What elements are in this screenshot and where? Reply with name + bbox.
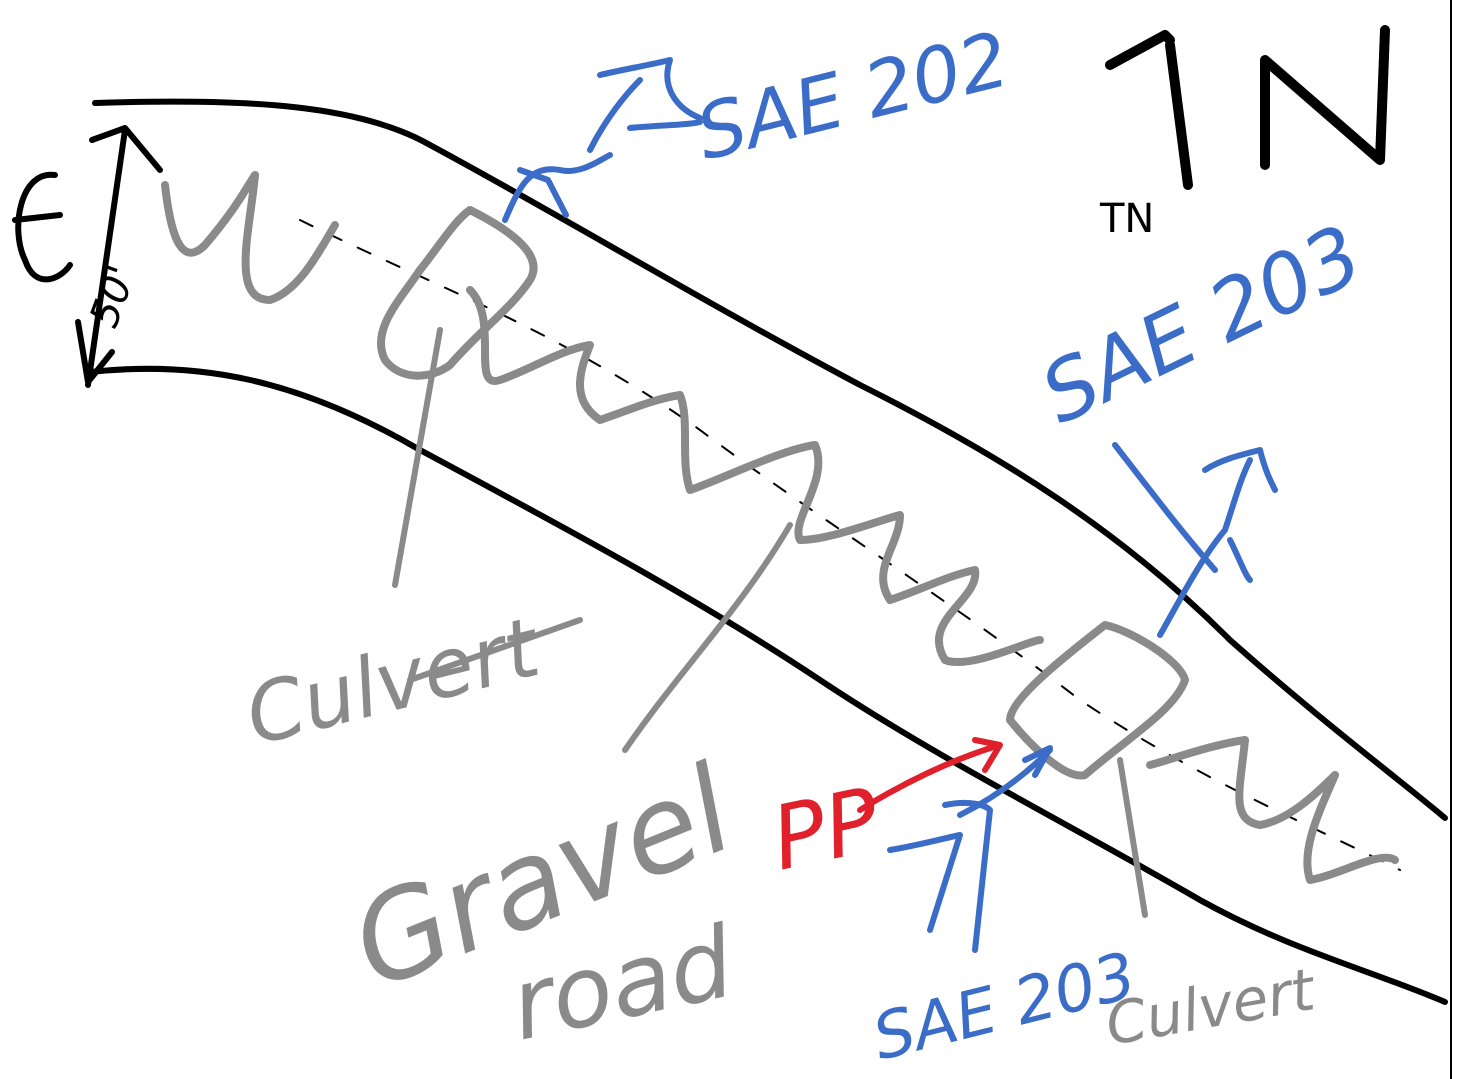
sae-202-leader <box>517 77 643 218</box>
edge-symbol-icon <box>12 171 73 283</box>
culvert-left-underline <box>407 617 583 683</box>
culvert-left-box <box>376 206 538 380</box>
culvert-right-box <box>1006 621 1189 780</box>
sae-203-right-arrow <box>1112 442 1278 638</box>
sae-203-right-label: SAE 203 <box>1027 207 1377 443</box>
canvas-border <box>1450 0 1452 1079</box>
sae-202-label: SAE 202 <box>688 14 1018 177</box>
sae-202-arrow <box>502 57 703 223</box>
north-arrow-icon <box>1105 25 1390 190</box>
width-arrow <box>75 125 163 388</box>
pp-arrow <box>857 737 1003 813</box>
sae-203-bottom-label: SAE 203 <box>866 939 1143 1075</box>
pp-label: PP <box>763 768 888 891</box>
culvert-left-leader <box>392 327 443 588</box>
culvert-left-label: Culvert <box>237 600 551 765</box>
sae-203-bottom-arrow <box>887 745 1053 953</box>
road-upper-edge <box>92 98 1448 821</box>
north-label: TN <box>1099 196 1154 242</box>
stream-line <box>161 171 1399 884</box>
gravel-road-leader <box>622 522 793 753</box>
road-lower-edge <box>87 365 1448 1005</box>
width-label: 50' <box>81 260 145 334</box>
culvert-right-leader <box>1117 757 1148 918</box>
